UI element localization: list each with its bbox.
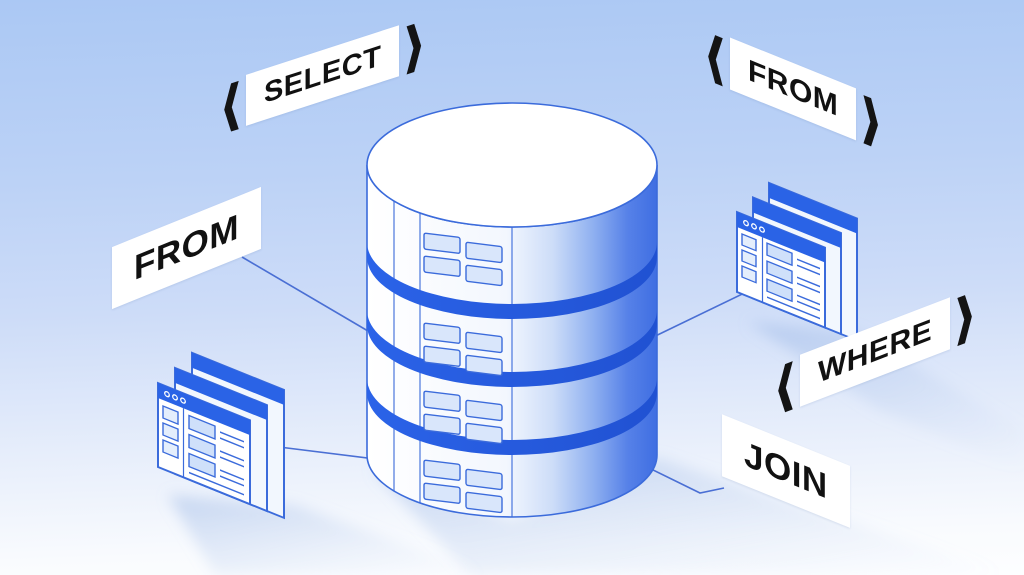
left-stack-shadow: [168, 495, 490, 575]
angle-bracket-left-icon: ⟨: [705, 25, 725, 91]
database-icon: [366, 102, 658, 518]
record-tier: [423, 459, 503, 514]
browser-titlebar: [158, 383, 250, 436]
browser-window-front: [736, 210, 826, 329]
angle-bracket-right-icon: ⟩: [404, 14, 424, 78]
browser-titlebar: [737, 212, 825, 263]
browser-content-rows: [766, 242, 820, 320]
browser-window-front: [157, 381, 251, 506]
browser-sidebar-items: [741, 233, 757, 284]
browser-windows-icon-left: [157, 351, 285, 520]
angle-bracket-right-icon: ⟩: [861, 88, 881, 154]
angle-bracket-left-icon: ⟨: [775, 354, 795, 419]
browser-titlebar-dots: [164, 390, 186, 404]
browser-titlebar-dots: [743, 219, 765, 233]
database-ring: [367, 242, 657, 319]
database-records: [423, 232, 503, 514]
angle-bracket-right-icon: ⟩: [955, 285, 975, 350]
record-tier: [423, 322, 503, 377]
database-ring: [367, 378, 657, 455]
record-tier: [423, 390, 503, 445]
database-ring: [367, 310, 657, 387]
database-shadow: [372, 458, 1010, 575]
connector-line-from-left: [241, 256, 369, 332]
browser-content-rows: [188, 414, 244, 496]
browser-sidebar-items: [162, 405, 179, 460]
angle-bracket-left-icon: ⟨: [221, 73, 241, 137]
browser-windows-icon-right: [736, 181, 858, 342]
record-tier: [423, 232, 503, 287]
database-top: [366, 102, 658, 228]
